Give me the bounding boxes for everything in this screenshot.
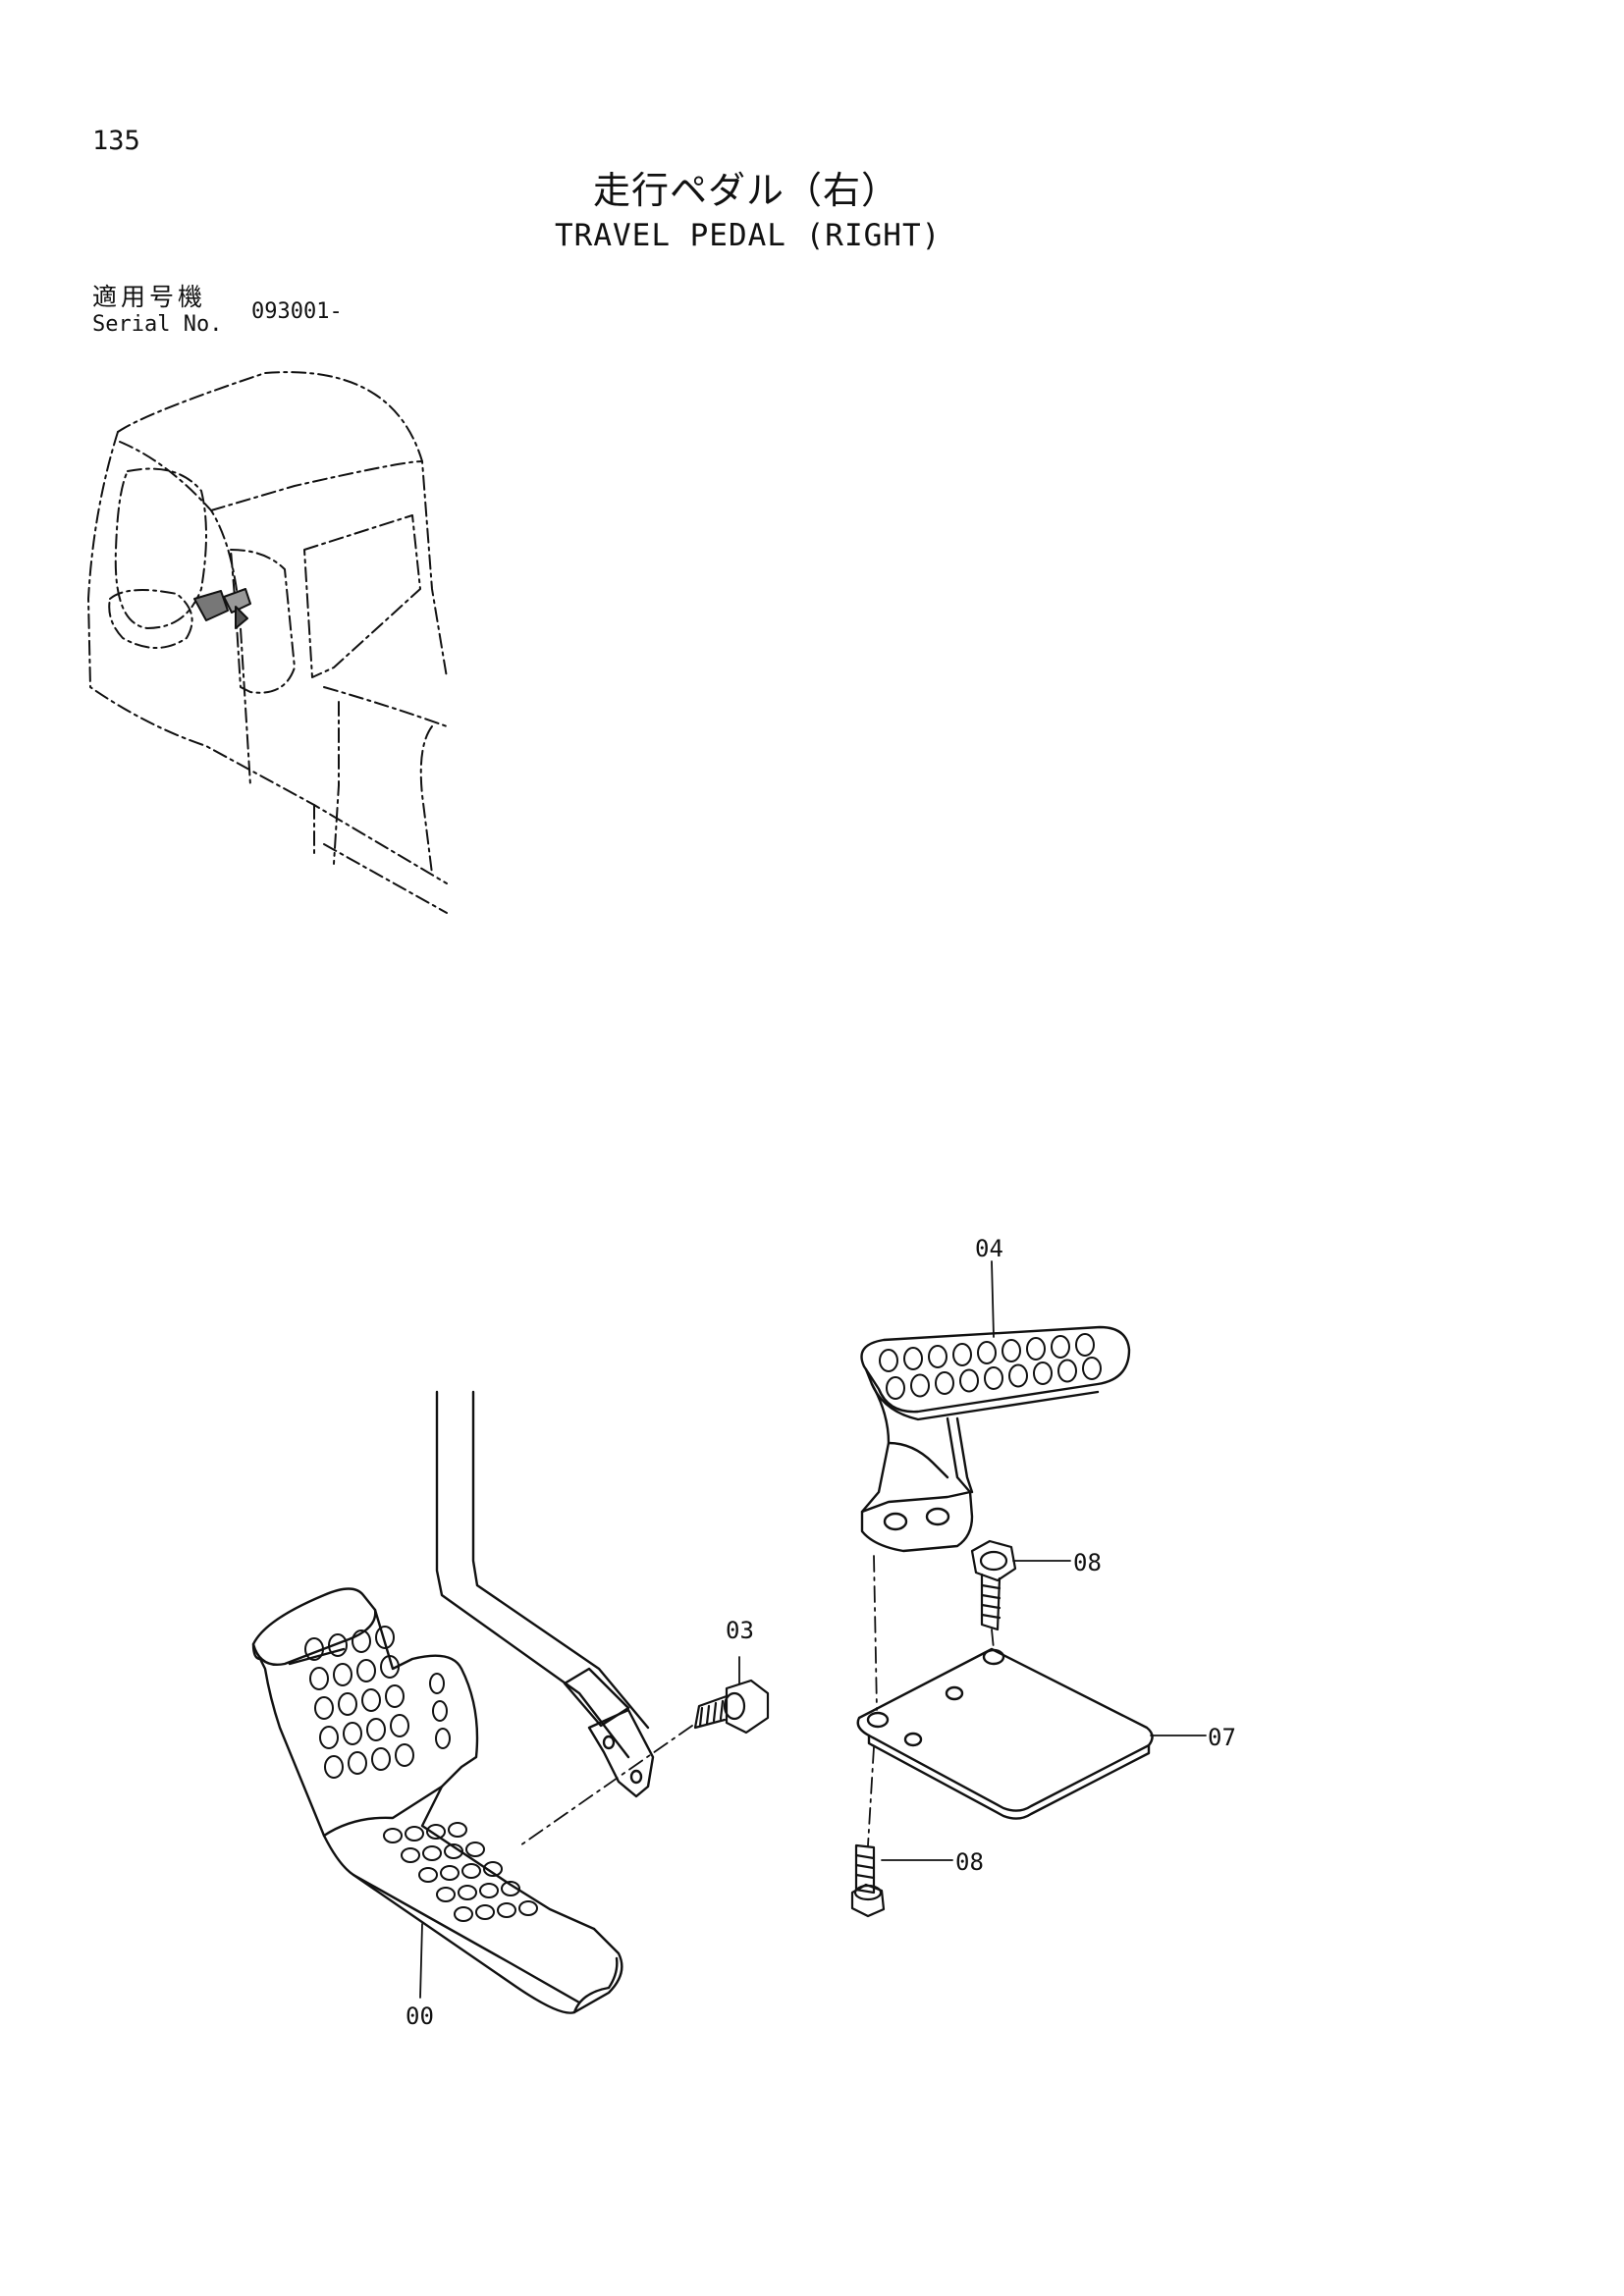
grip-hole — [418, 1867, 438, 1883]
part-04-grip-holes — [879, 1333, 1102, 1400]
pedal-location-marker — [193, 588, 251, 629]
grip-hole — [1057, 1359, 1077, 1383]
page-number: 135 — [92, 126, 140, 156]
grip-hole — [366, 1718, 386, 1741]
grip-hole — [935, 1371, 954, 1395]
grip-hole — [440, 1865, 460, 1881]
pedal-lever-rod — [435, 1390, 655, 1798]
grip-hole — [1075, 1333, 1095, 1357]
grip-hole — [348, 1751, 367, 1775]
grip-hole — [385, 1684, 405, 1708]
grip-hole — [405, 1826, 424, 1842]
grip-hole — [371, 1747, 391, 1771]
serial-label-japanese: 適用号機 — [92, 283, 207, 311]
grip-hole — [886, 1376, 905, 1400]
cab-location-sketch — [87, 371, 448, 914]
callout-08-upper: 08 — [1073, 1549, 1102, 1576]
grip-hole — [1001, 1339, 1021, 1362]
grip-hole — [1008, 1363, 1028, 1388]
grip-hole — [324, 1755, 344, 1779]
grip-hole — [518, 1900, 538, 1916]
part-04-pedal — [860, 1325, 1131, 1553]
serial-number-value: 093001- — [251, 299, 343, 324]
assembly-lines — [519, 1555, 995, 1846]
grip-hole — [454, 1906, 473, 1922]
grip-hole — [309, 1667, 329, 1690]
part-07-plate — [856, 1647, 1154, 1820]
grip-hole — [458, 1885, 477, 1900]
grip-hole — [497, 1902, 516, 1918]
grip-hole — [465, 1842, 485, 1857]
grip-hole — [977, 1341, 997, 1364]
grip-hole — [435, 1728, 451, 1749]
grip-hole — [879, 1349, 898, 1372]
callout-03: 03 — [726, 1617, 754, 1644]
grip-hole — [479, 1883, 499, 1898]
grip-hole — [1082, 1357, 1102, 1380]
grip-hole — [375, 1626, 395, 1649]
grip-hole — [333, 1663, 352, 1686]
grip-hole — [959, 1368, 979, 1393]
part-08-bolt-upper — [970, 1539, 1017, 1631]
grip-hole — [475, 1904, 495, 1920]
grip-hole — [422, 1845, 442, 1861]
grip-hole — [1026, 1337, 1046, 1361]
callout-08-lower: 08 — [955, 1848, 984, 1876]
grip-hole — [338, 1692, 357, 1716]
grip-hole — [461, 1863, 481, 1879]
callout-07: 07 — [1208, 1724, 1236, 1751]
serial-label-english: Serial No. — [92, 312, 223, 337]
grip-hole — [436, 1887, 456, 1902]
callout-00: 00 — [406, 2002, 434, 2030]
grip-hole — [401, 1847, 420, 1863]
grip-hole — [903, 1347, 923, 1370]
part-08-bolt-lower — [850, 1843, 886, 1918]
leader-lines — [419, 1260, 1207, 1999]
grip-hole — [910, 1373, 930, 1398]
grip-hole — [1051, 1335, 1070, 1359]
part-03-bolt — [693, 1679, 770, 1735]
grip-hole — [395, 1743, 414, 1767]
grip-hole — [928, 1345, 947, 1368]
grip-hole — [356, 1659, 376, 1682]
grip-hole — [361, 1688, 381, 1712]
page-title-japanese: 走行ペダル（右） — [593, 169, 900, 212]
grip-hole — [304, 1637, 324, 1661]
grip-hole — [444, 1843, 463, 1859]
grip-hole — [984, 1366, 1003, 1390]
callout-04: 04 — [975, 1235, 1003, 1262]
part-00-pedal — [251, 1587, 623, 2014]
grip-hole — [343, 1722, 362, 1745]
grip-hole — [328, 1633, 348, 1657]
grip-hole — [483, 1861, 503, 1877]
grip-hole — [448, 1822, 467, 1838]
grip-hole — [314, 1696, 334, 1720]
page-title-english: TRAVEL PEDAL (RIGHT) — [555, 218, 942, 253]
grip-hole — [390, 1714, 409, 1737]
grip-hole — [1033, 1362, 1053, 1385]
grip-hole — [319, 1726, 339, 1749]
grip-hole — [352, 1629, 371, 1653]
grip-hole — [380, 1655, 400, 1679]
grip-hole — [952, 1343, 972, 1366]
grip-hole — [426, 1824, 446, 1840]
grip-hole — [501, 1881, 520, 1896]
grip-hole — [432, 1700, 448, 1722]
grip-hole — [383, 1828, 403, 1843]
grip-hole — [429, 1673, 445, 1694]
part-00-grip-holes — [304, 1626, 538, 1922]
